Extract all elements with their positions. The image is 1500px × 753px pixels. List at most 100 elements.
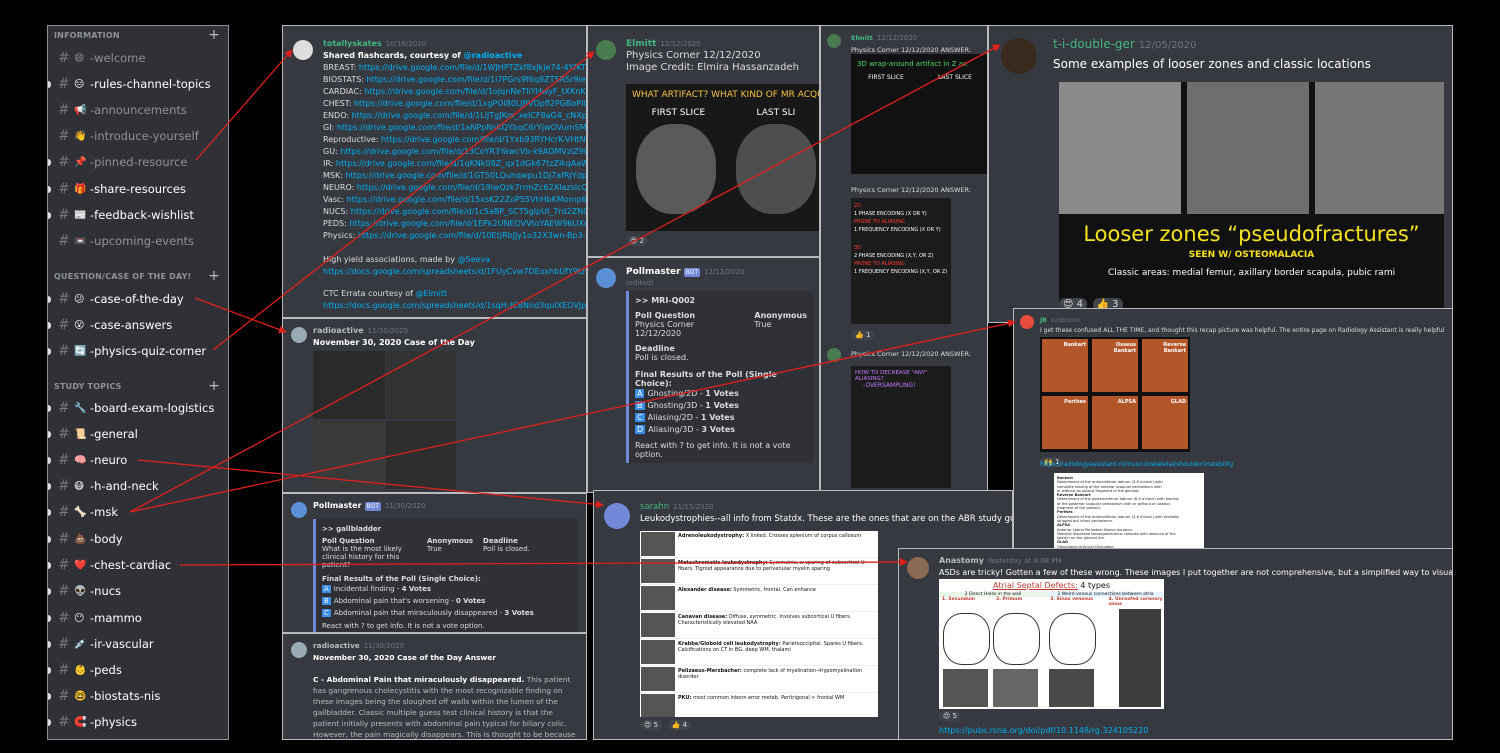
avatar[interactable] — [827, 348, 841, 362]
reaction[interactable]: 😍 5 — [640, 720, 662, 730]
ct-image[interactable] — [386, 421, 456, 489]
sidebar-channel[interactable]: #😷-h-and-neck — [48, 474, 228, 498]
wraparound-image[interactable]: 3D wrap-around artifact in Z ax FIRST SL… — [851, 54, 987, 174]
flashcard-link[interactable]: https://drive.google.com/file/d/1c5aBP_S… — [350, 207, 587, 216]
channel-emoji-icon: 🧠 — [74, 454, 87, 466]
avatar[interactable] — [291, 327, 307, 343]
rsna-link[interactable]: https://pubs.rsna.org/doi/pdf/10.1148/rg… — [939, 726, 1149, 735]
flashcard-link[interactable]: https://drive.google.com/file/d/1aNPpNsK… — [336, 123, 587, 132]
reaction[interactable]: 👍 1 — [851, 330, 875, 340]
radiology-assistant-link[interactable]: https://radiologyassistant.nl/musculoske… — [1040, 461, 1234, 468]
flashcard-link[interactable]: https://drive.google.com/file/d/15xsK22Z… — [346, 195, 587, 204]
reaction[interactable]: 🙌 1 — [1040, 457, 1064, 467]
ultrasound-image[interactable] — [386, 351, 456, 419]
flashcard-link[interactable]: https://drive.google.com/file/d/1WJHPTZk… — [358, 63, 587, 72]
channel-label: -neuro — [90, 453, 128, 467]
flashcard-link[interactable]: https://drive.google.com/file/d/19iwQzk7… — [356, 183, 587, 192]
mention[interactable]: @Elmitt — [415, 289, 448, 298]
username[interactable]: sarahn — [640, 502, 670, 512]
category-information[interactable]: INFORMATION + — [48, 26, 228, 44]
username[interactable]: Elmitt — [851, 34, 873, 42]
flashcard-link[interactable]: https://drive.google.com/file/d/1LiJTgJK… — [351, 111, 587, 120]
errata-link[interactable]: https://docs.google.com/spreadsheets/d/1… — [323, 301, 587, 310]
leukodystrophy-table[interactable]: Adrenoleukodystrophy: X linked. Crosses … — [640, 531, 878, 717]
mention[interactable]: @Seeva — [457, 255, 491, 264]
reaction[interactable]: 👍 3 — [1092, 298, 1123, 311]
flashcard-link[interactable]: https://drive.google.com/file/d/10EtjRbJ… — [357, 231, 587, 240]
sidebar-channel[interactable]: #💉-ir-vascular — [48, 632, 228, 656]
xray-collage[interactable]: Looser zones “pseudofractures” SEEN W/ O… — [1059, 82, 1444, 312]
avatar[interactable] — [907, 557, 929, 579]
username[interactable]: Pollmaster — [626, 267, 681, 277]
reaction[interactable]: 😍 2 — [626, 236, 648, 246]
username[interactable]: radioactive — [313, 326, 364, 335]
flashcard-link[interactable]: https://drive.google.com/file/d/1oJqnNeT… — [364, 87, 587, 96]
flashcard-link[interactable]: https://drive.google.com/file/d/1Yxb93RY… — [381, 135, 587, 144]
sidebar-channel[interactable]: #📼-upcoming-events — [48, 229, 228, 253]
sidebar-channel[interactable]: #🔧-board-exam-logistics — [48, 396, 228, 420]
sidebar-channel[interactable]: #📰-feedback-wishlist — [48, 203, 228, 227]
pollmaster-avatar[interactable] — [596, 268, 616, 288]
add-channel-icon[interactable]: + — [208, 27, 220, 43]
sidebar-channel[interactable]: #🧲-physics — [48, 710, 228, 734]
flashcard-link[interactable]: https://drive.google.com/file/d/1i7PGrs9… — [366, 75, 587, 84]
mention[interactable]: @radioactive — [463, 51, 523, 60]
avatar[interactable] — [293, 40, 313, 60]
reaction[interactable]: 😍 5 — [939, 711, 961, 721]
discord-avatar[interactable] — [604, 503, 630, 529]
avatar[interactable] — [1001, 38, 1037, 74]
username[interactable]: Pollmaster — [313, 501, 362, 510]
avatar[interactable] — [291, 642, 307, 658]
oversampling-image[interactable]: HOW TO DECREASE "ANY" ALIASING? -OVERSAM… — [851, 366, 951, 488]
sidebar-channel[interactable]: #💩-body — [48, 527, 228, 551]
sidebar-channel[interactable]: #🤓-biostats-nis — [48, 684, 228, 708]
username[interactable]: radioactive — [313, 641, 360, 650]
add-channel-icon[interactable]: + — [208, 268, 220, 284]
flashcard-link[interactable]: https://drive.google.com/file/d/13CoYR3Y… — [340, 147, 587, 156]
reaction[interactable]: 😍 4 — [1059, 298, 1087, 311]
sidebar-channel[interactable]: #❤️-chest-cardiac — [48, 553, 228, 577]
sidebar-channel[interactable]: #📌-pinned-resource — [48, 150, 228, 174]
asd-diagram[interactable]: Atrial Septal Defects: 4 types 2 Direct … — [939, 579, 1164, 709]
channel-emoji-icon: 👽 — [74, 585, 87, 597]
sidebar-channel[interactable]: #👋-introduce-yourself — [48, 124, 228, 148]
username[interactable]: JB — [1040, 317, 1047, 324]
anonymous-label: Anonymous — [754, 311, 807, 320]
hy-link[interactable]: https://docs.google.com/spreadsheets/d/1… — [323, 267, 587, 276]
sidebar-channel[interactable]: #😑-rules-channel-topics — [48, 72, 228, 96]
add-channel-icon[interactable]: + — [208, 378, 220, 394]
reaction[interactable]: 👍 4 — [667, 720, 691, 730]
sidebar-channel[interactable]: #😄-welcome — [48, 46, 228, 70]
ultrasound-image[interactable] — [313, 351, 385, 419]
sidebar-channel[interactable]: #🦴-msk — [48, 500, 228, 524]
avatar[interactable] — [827, 34, 841, 48]
sidebar-channel[interactable]: #📢-announcements — [48, 98, 228, 122]
sidebar-channel[interactable]: #😕-case-of-the-day — [48, 287, 228, 311]
sidebar-channel[interactable]: #🔄-physics-quiz-corner — [48, 339, 228, 363]
flashcard-link[interactable]: https://drive.google.com/file/d/1GT50LQu… — [345, 171, 587, 180]
sidebar-channel[interactable]: #📜-general — [48, 422, 228, 446]
ct-image[interactable] — [313, 421, 385, 489]
flashcard-link[interactable]: https://drive.google.com/file/d/1qKNk08Z… — [335, 159, 587, 168]
sidebar-channel[interactable]: #👶-peds — [48, 658, 228, 682]
username[interactable]: totallyskates — [323, 39, 382, 48]
pollmaster-avatar[interactable] — [291, 502, 307, 518]
category-question-case[interactable]: QUESTION/CASE OF THE DAY! + — [48, 267, 228, 285]
username[interactable]: t-i-double-ger — [1053, 37, 1135, 51]
avatar[interactable] — [1020, 315, 1034, 329]
mri-image[interactable]: WHAT ARTIFACT? WHAT KIND OF MR ACQUI FIR… — [626, 84, 819, 231]
sidebar-channel[interactable]: #👽-nucs — [48, 579, 228, 603]
username[interactable]: Elmitt — [626, 39, 657, 49]
sidebar-channel[interactable]: #😶-mammo — [48, 606, 228, 630]
sidebar-channel[interactable]: #🎁-share-resources — [48, 177, 228, 201]
flashcard-link[interactable]: https://drive.google.com/file/d/1xgPOl80… — [353, 99, 587, 108]
sidebar-channel[interactable]: #🧠-neuro — [48, 448, 228, 472]
sidebar-channel[interactable]: #😮-case-answers — [48, 313, 228, 337]
avatar[interactable] — [596, 40, 616, 60]
category-study-topics[interactable]: STUDY TOPICS + — [48, 377, 228, 395]
flashcard-link[interactable]: https://drive.google.com/file/d/1EPk2UNE… — [349, 219, 587, 228]
username[interactable]: Anastomy — [939, 556, 984, 565]
